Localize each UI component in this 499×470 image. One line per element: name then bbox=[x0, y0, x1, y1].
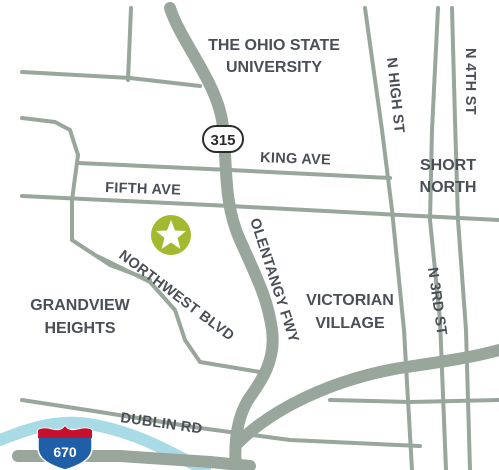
road-n-high-st bbox=[363, 6, 414, 470]
road-northwest-blvd bbox=[70, 238, 262, 374]
road-lower-right bbox=[328, 398, 499, 404]
road-north-connector bbox=[126, 6, 133, 82]
street-label-fifth-ave: FIFTH AVE bbox=[105, 180, 182, 199]
route-shield-315: 315 bbox=[202, 125, 244, 153]
road-dublin-rd bbox=[20, 398, 422, 448]
area-label-victorian-line1: VICTORIAN bbox=[306, 292, 394, 309]
area-label-victorian-line2: VILLAGE bbox=[315, 315, 385, 332]
star-icon bbox=[156, 220, 186, 249]
street-label-n-high-st: N HIGH ST bbox=[383, 57, 407, 134]
location-marker[interactable] bbox=[151, 215, 191, 255]
area-label-grandview-line1: GRANDVIEW bbox=[30, 297, 130, 314]
road-lane-ave bbox=[20, 70, 202, 88]
area-label-osu-line2: UNIVERSITY bbox=[226, 59, 322, 76]
road-king-ave bbox=[76, 161, 392, 180]
route-shield-315-badge bbox=[202, 125, 244, 153]
street-label-n-4th-st: N 4TH ST bbox=[462, 48, 478, 115]
road-n-4th-st bbox=[450, 6, 472, 470]
highway-east-connector bbox=[230, 344, 499, 451]
area-label-osu-line1: THE OHIO STATE bbox=[208, 37, 340, 54]
street-label-northwest-blvd: NORTHWEST BLVD bbox=[116, 247, 237, 344]
interstate-shield-670-label: 670 bbox=[53, 444, 77, 460]
route-shield-315-label: 315 bbox=[210, 132, 235, 149]
area-label-grandview-line2: HEIGHTS bbox=[44, 320, 115, 337]
interstate-shield-670: 670 bbox=[37, 424, 93, 470]
street-label-n-3rd-st: N 3RD ST bbox=[424, 266, 449, 336]
area-label-short-north-line1: SHORT bbox=[420, 157, 476, 174]
road-n-3rd-st bbox=[428, 6, 448, 470]
interstate-shield-670-top bbox=[38, 426, 92, 438]
street-label-king-ave: KING AVE bbox=[260, 150, 331, 168]
area-label-short-north-line2: NORTH bbox=[420, 179, 477, 196]
highway-315 bbox=[164, 2, 279, 470]
road-north-left bbox=[20, 116, 80, 157]
